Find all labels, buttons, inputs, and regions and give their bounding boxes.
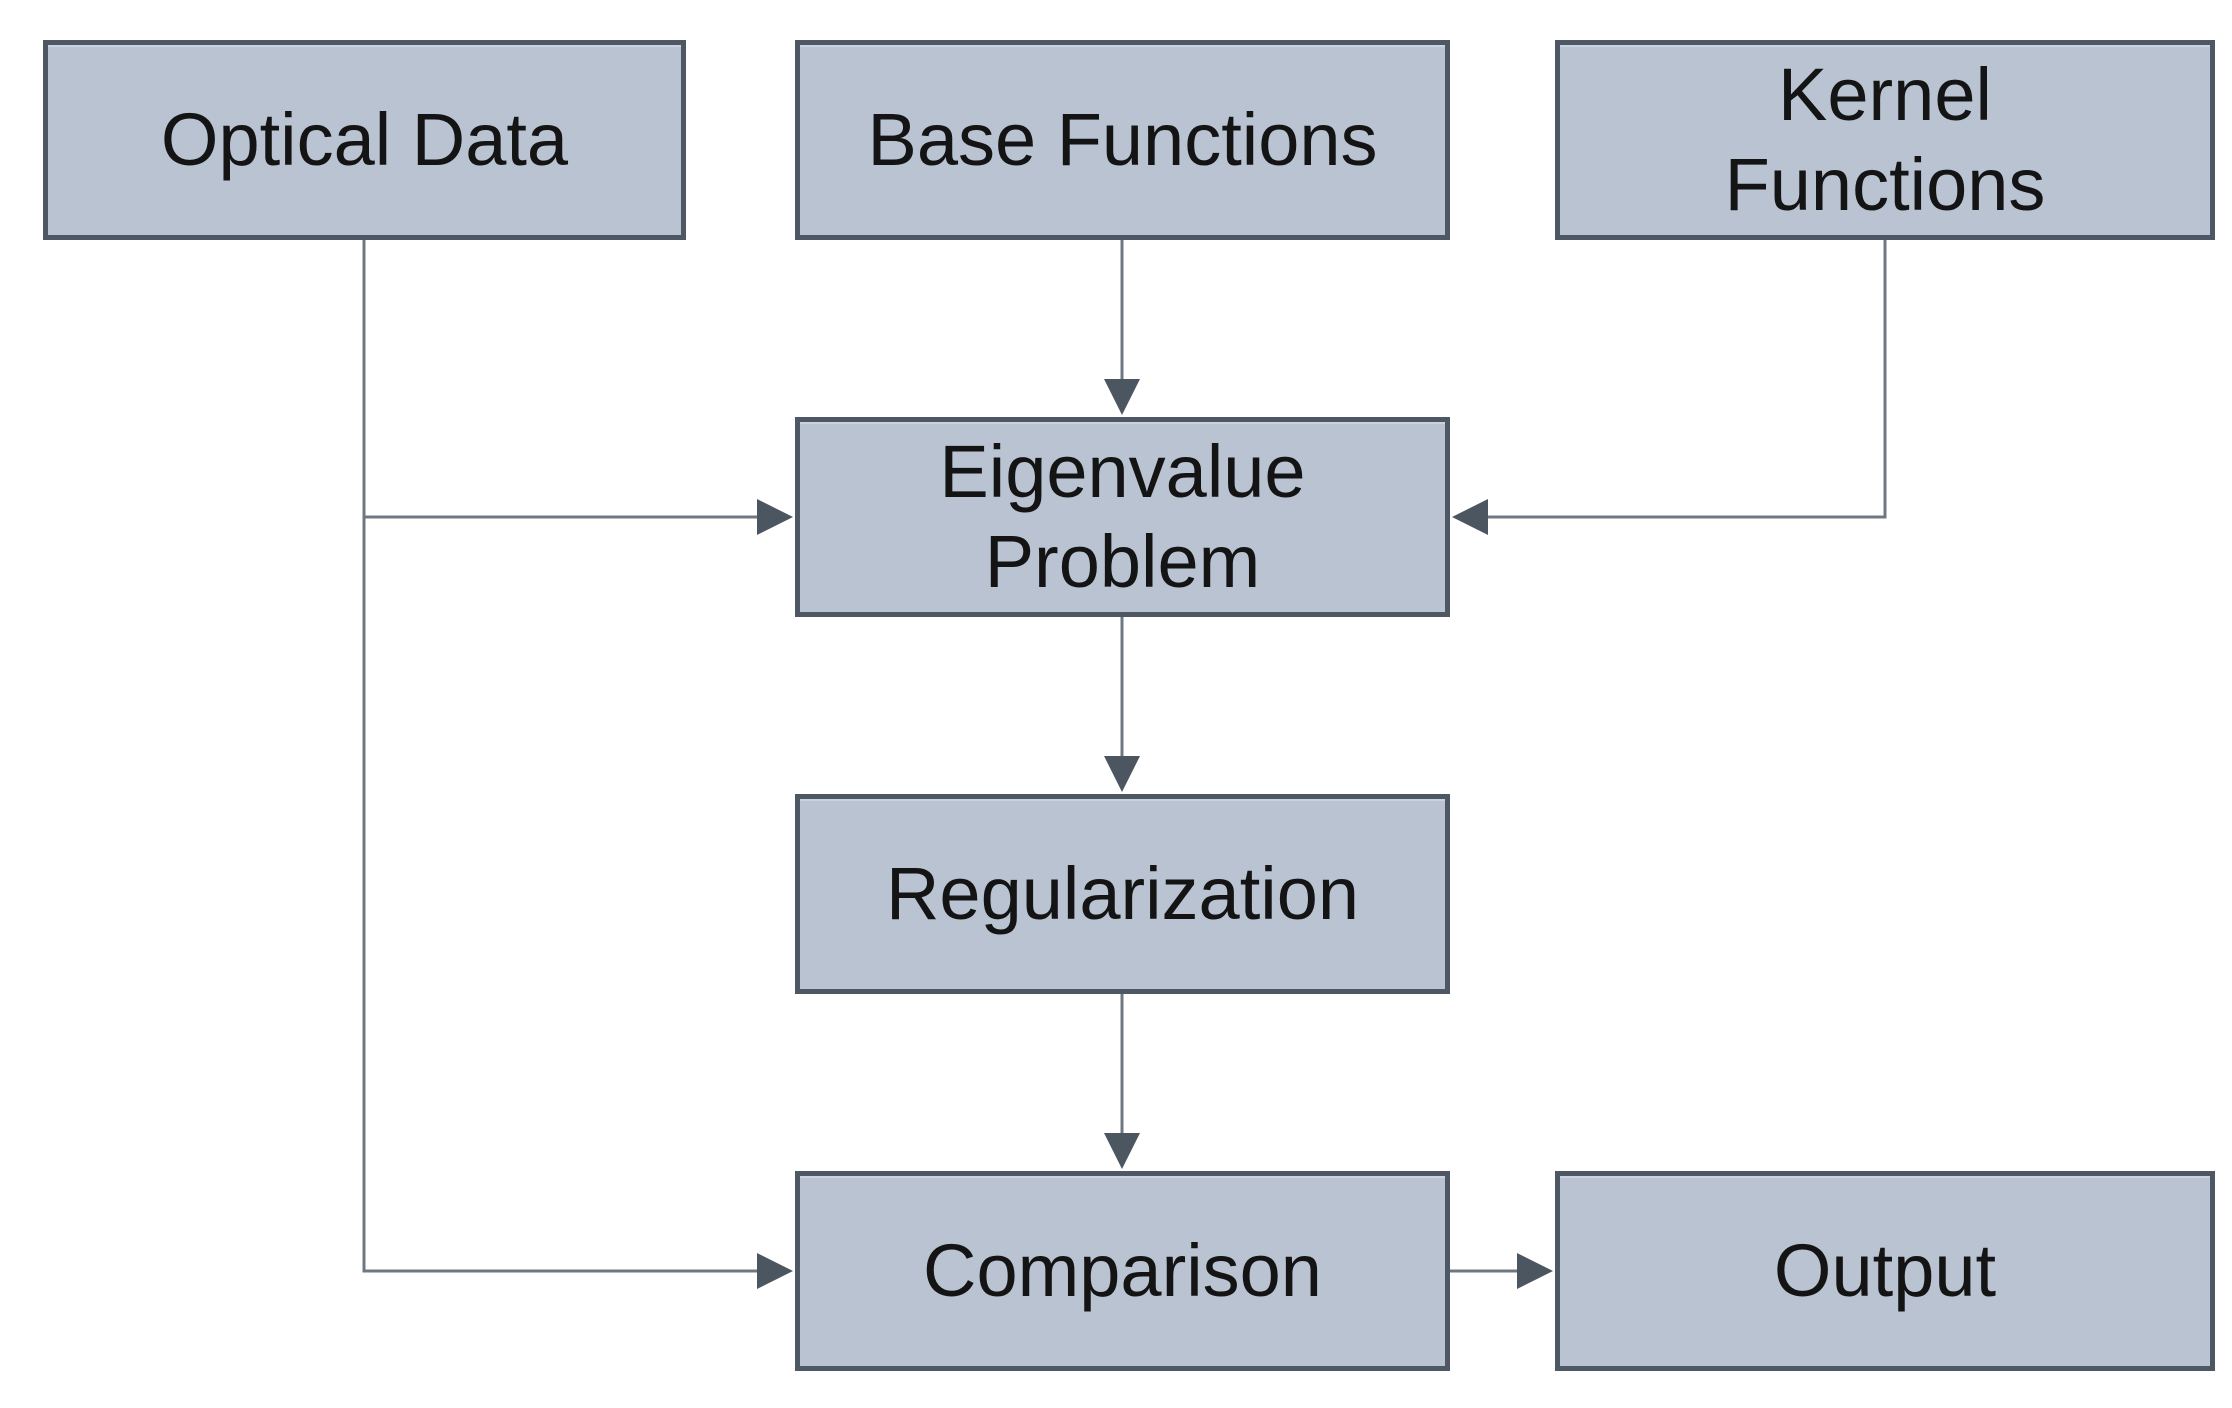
connector-optical-to-comparison [362, 240, 793, 1289]
node-optical-data: Optical Data [43, 40, 686, 240]
node-output-label: Output [1773, 1228, 1997, 1312]
node-base-functions-label: Base Functions [867, 97, 1378, 181]
node-kernel-functions: Kernel Functions [1555, 40, 2215, 240]
node-regularization: Regularization [795, 794, 1450, 994]
node-regularization-label: Regularization [885, 851, 1360, 935]
node-kernel-functions-label: Kernel Functions [1724, 52, 2046, 226]
node-output: Output [1555, 1171, 2215, 1371]
connector-kernel-to-eigenvalue [1452, 240, 1887, 535]
node-optical-data-label: Optical Data [160, 97, 569, 181]
node-eigenvalue-problem-label: Eigenvalue Problem [939, 429, 1306, 603]
node-comparison-label: Comparison [923, 1228, 1322, 1312]
node-eigenvalue-problem: Eigenvalue Problem [795, 417, 1450, 617]
node-comparison: Comparison [795, 1171, 1450, 1371]
node-base-functions: Base Functions [795, 40, 1450, 240]
